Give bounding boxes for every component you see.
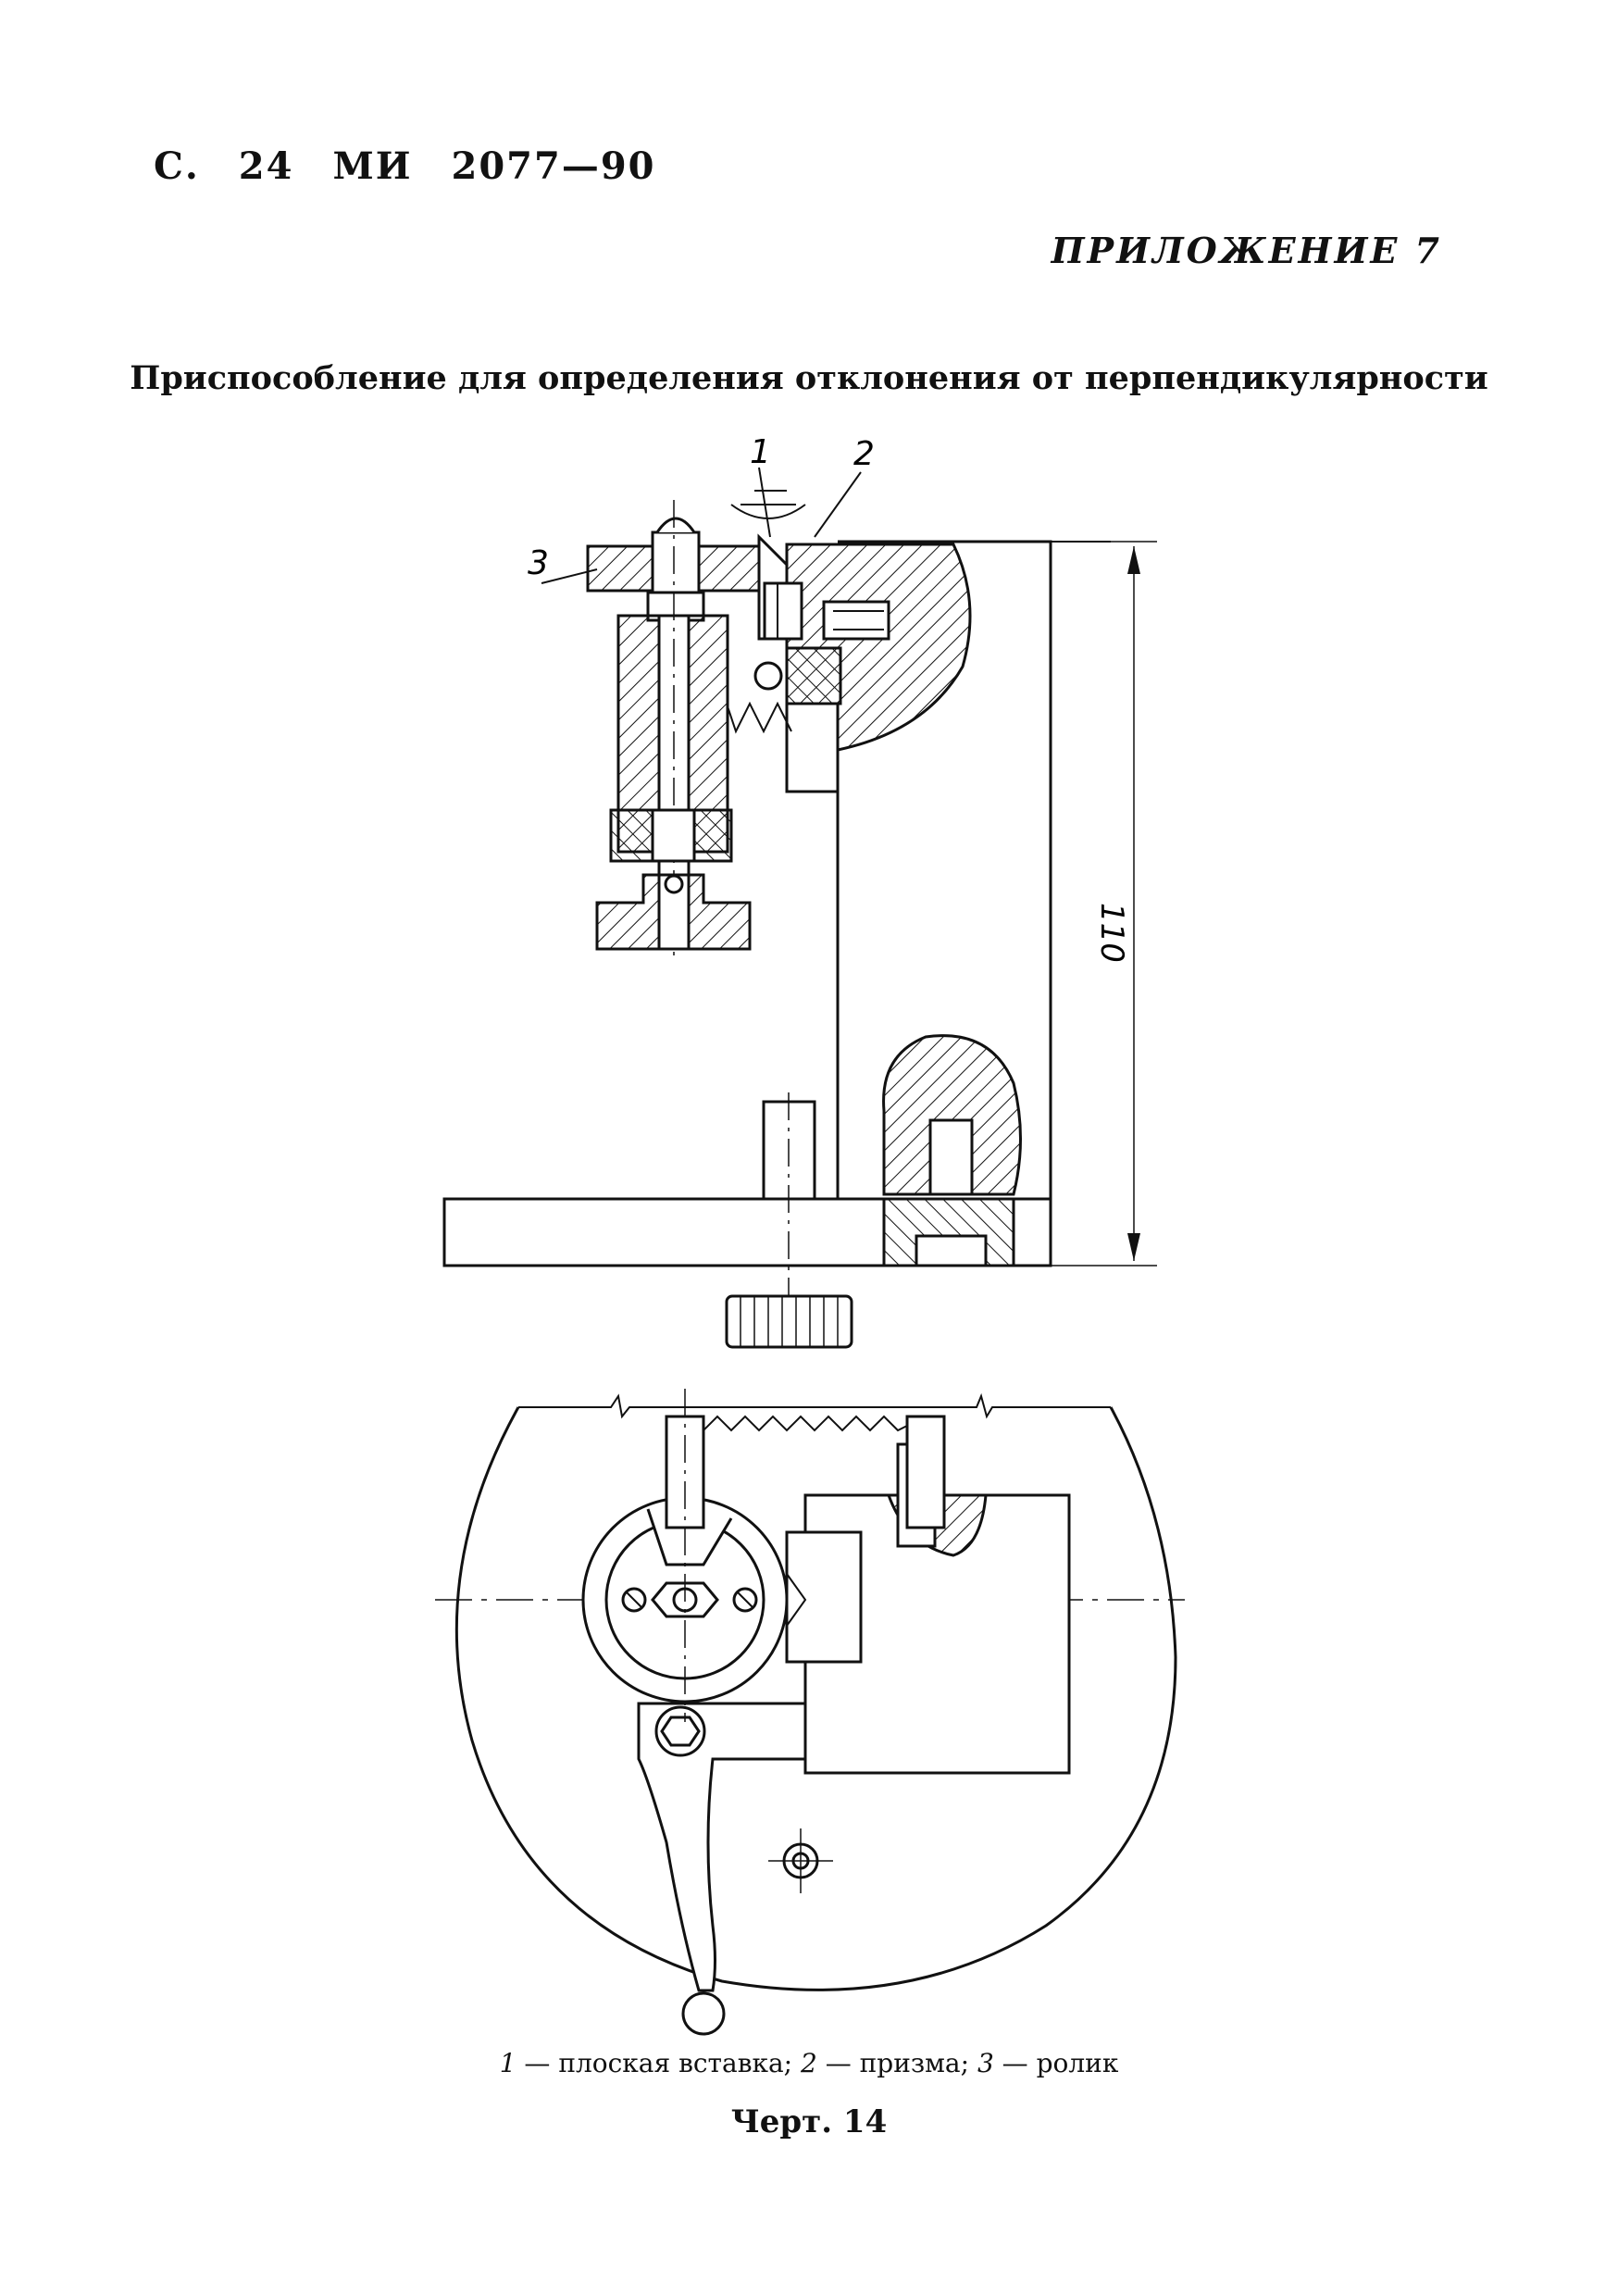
knurled-nut	[725, 1294, 853, 1349]
legend-text-2: — призма;	[816, 2048, 977, 2078]
legend-text-3: — ролик	[993, 2048, 1119, 2078]
doc-number: 2077—90	[451, 144, 656, 188]
dimension-110: 110	[1093, 903, 1130, 963]
legend-num-3: 3	[977, 2048, 994, 2078]
figure-label: Черт. 14	[730, 2103, 888, 2140]
legend-num-2: 2	[800, 2048, 817, 2078]
callout-3: 3	[528, 544, 549, 582]
plan-prism	[785, 1530, 863, 1664]
page-header: С. 24 МИ 2077—90	[154, 144, 695, 188]
legend-num-1: 1	[499, 2048, 517, 2078]
page-number: 24	[238, 144, 294, 188]
page-title: Приспособление для определения отклонени…	[130, 359, 1488, 397]
spring-top	[726, 701, 792, 734]
doc-code: МИ	[332, 144, 413, 188]
callout-1: 1	[750, 433, 771, 471]
figure-legend: 1 — плоская вставка; 2 — призма; 3 — рол…	[0, 2048, 1618, 2078]
header-prefix: С.	[154, 144, 200, 188]
lower-hatched-block	[882, 1034, 1022, 1196]
lever	[637, 1702, 807, 1992]
appendix-label: ПРИЛОЖЕНИЕ 7	[1051, 230, 1442, 271]
plan-outline	[454, 1406, 1177, 1991]
legend-text-1: — плоская вставка;	[516, 2048, 801, 2078]
spring-plan	[703, 1415, 908, 1432]
flat-insert	[730, 504, 806, 519]
small-hatched-block	[785, 646, 842, 705]
callout-2: 2	[853, 435, 875, 473]
